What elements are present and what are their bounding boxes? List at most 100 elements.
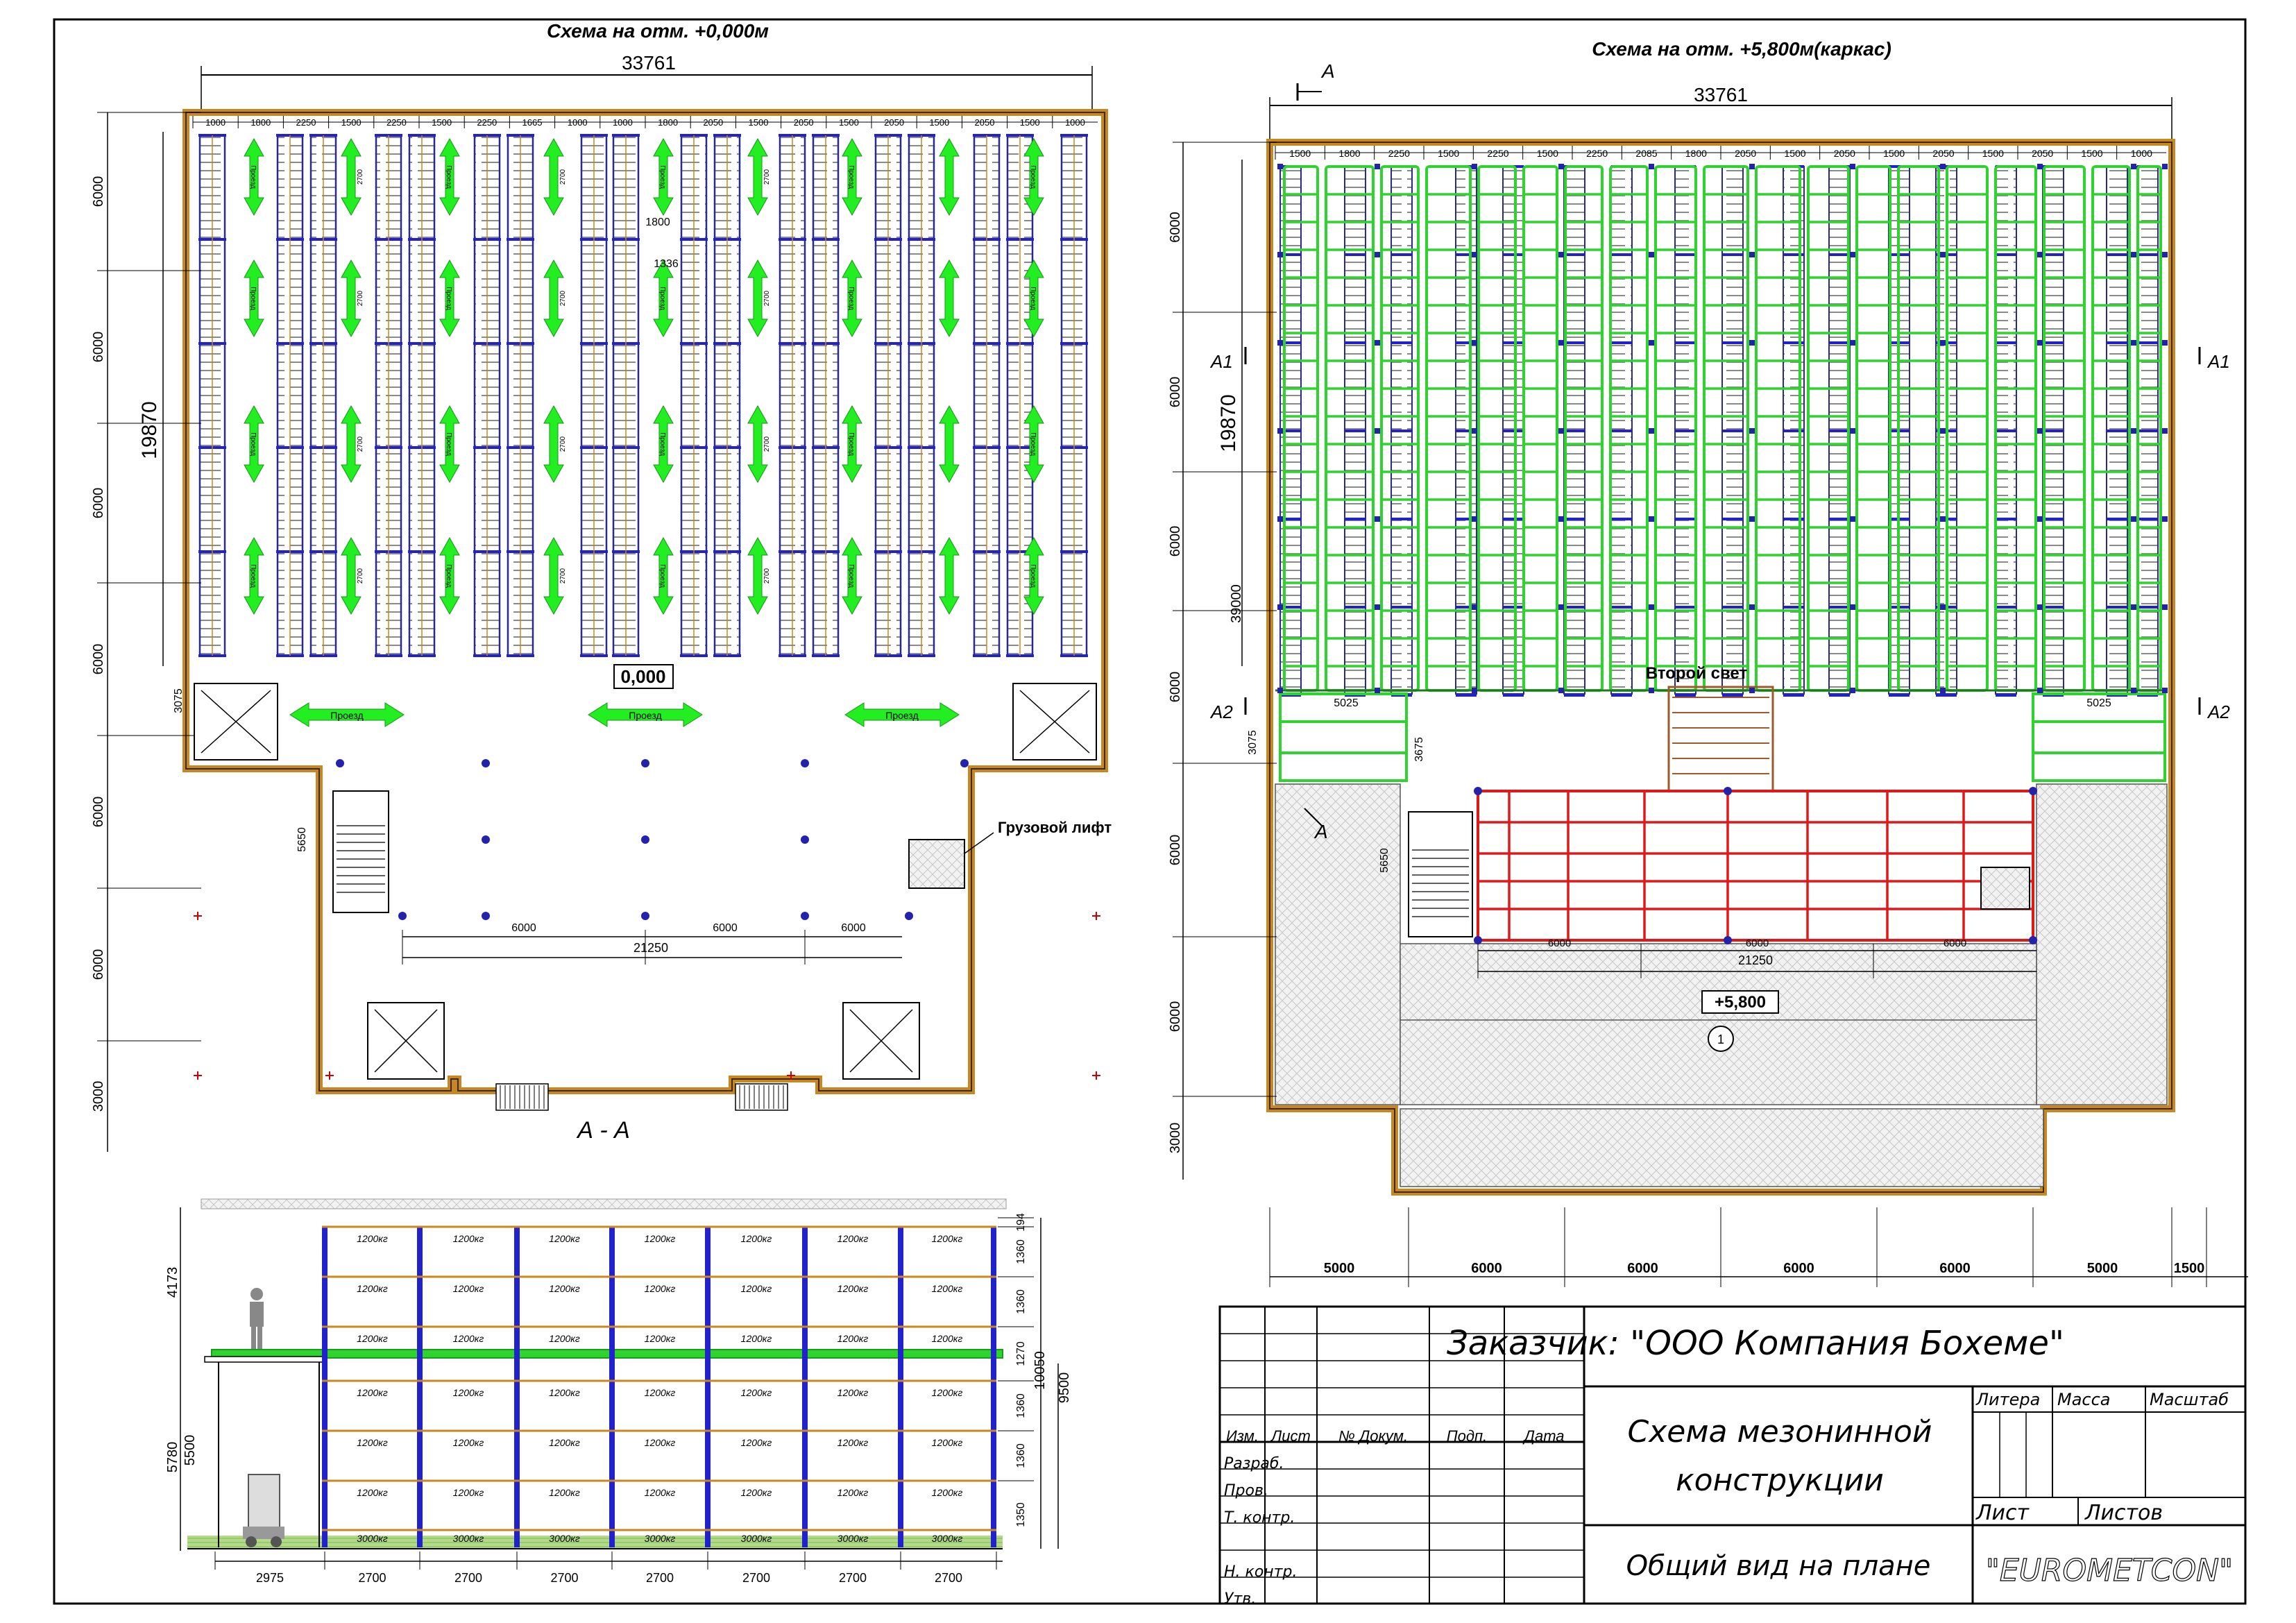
column-marker [1940, 516, 1946, 522]
load-label: 1200кг [645, 1283, 676, 1294]
column-marker [1277, 252, 1283, 257]
section-total-b: 10050 [1032, 1351, 1048, 1390]
list-label: Лист [1975, 1501, 2030, 1525]
right-top-bay-dim: 2050 [2032, 148, 2053, 159]
load-label: 1200кг [453, 1333, 484, 1344]
column-marker [1375, 428, 1380, 434]
column-marker [1649, 516, 1654, 522]
right-bottom-total: 21250 [1738, 953, 1773, 967]
massa-label: Масса [2057, 1390, 2111, 1409]
left-lift-boxes [194, 683, 1097, 1080]
left-bottom-bay: 6000 [841, 922, 866, 934]
column-marker [2162, 428, 2168, 434]
aisle-arrow [244, 137, 264, 216]
aisle-arrow [747, 259, 768, 338]
axis-dim: 1500 [2174, 1261, 2205, 1276]
column-marker [1277, 688, 1283, 693]
left-vertical-dim: 6000 [91, 488, 106, 519]
section-bottom-dim: 2700 [935, 1571, 962, 1585]
load-label: 1200кг [549, 1333, 580, 1344]
column-marker [2029, 787, 2037, 795]
section-marker-top: А [1320, 60, 1335, 82]
aisle-label: Проезд [658, 564, 666, 588]
load-label: 3000кг [741, 1533, 772, 1544]
load-label: 1200кг [453, 1233, 484, 1244]
load-label: 1200кг [932, 1233, 963, 1244]
listov-label: Листов [2084, 1501, 2163, 1525]
aisle-arrow [1023, 536, 1044, 615]
column-marker [2037, 252, 2043, 257]
load-label: 1200кг [357, 1387, 388, 1398]
right-columns [1277, 164, 2168, 944]
title-block-row-label: Разраб. [1224, 1455, 1284, 1472]
load-label: 1200кг [645, 1437, 676, 1448]
left-vertical-dim: 6000 [91, 332, 106, 363]
column-marker [1277, 516, 1283, 522]
left-overall-width: 33761 [622, 52, 676, 74]
section-bottom-dim: 2700 [454, 1571, 482, 1585]
column-marker [1277, 428, 1283, 434]
left-entrance-steps [495, 1083, 788, 1111]
axis-marker [194, 912, 202, 920]
load-label: 3000кг [645, 1533, 676, 1544]
title-block-row-label: Т. контр. [1224, 1509, 1295, 1527]
column-marker [1850, 516, 1855, 522]
aisle-arrow [842, 536, 862, 615]
column-marker [1940, 252, 1946, 257]
column-marker [1850, 164, 1855, 169]
load-label: 1200кг [549, 1387, 580, 1398]
aisle-dim: 2700 [763, 568, 771, 584]
load-label: 1200кг [357, 1283, 388, 1294]
aisle-arrow [653, 536, 674, 615]
column-marker [1724, 787, 1732, 795]
column-marker [2037, 516, 2043, 522]
pass-arrow [844, 702, 960, 727]
column-marker [641, 912, 649, 920]
column-marker [1472, 516, 1477, 522]
column-marker [1940, 164, 1946, 169]
right-total-height: 39000 [1229, 584, 1244, 623]
aisle-label: Проезд [249, 564, 257, 588]
masshtab-label: Масштаб [2150, 1390, 2229, 1409]
section-level-dim: 1360 [1015, 1239, 1027, 1264]
right-rack-rows [1279, 165, 2159, 697]
load-label: 3000кг [837, 1533, 869, 1544]
aisle-arrow [543, 536, 564, 615]
left-bottom-total: 21250 [633, 941, 668, 955]
column-marker [398, 912, 407, 920]
section-mark: А - А [576, 1117, 630, 1144]
right-dim-5025-b: 5025 [2086, 697, 2111, 709]
load-label: 1200кг [932, 1283, 963, 1294]
section-level-dim: 1360 [1015, 1443, 1027, 1468]
column-marker [641, 835, 649, 844]
right-top-bay-dim: 1500 [1982, 148, 2004, 159]
column-marker [1940, 688, 1946, 693]
left-overall-height: 19870 [138, 401, 161, 459]
column-marker [2037, 428, 2043, 434]
pass-label: Проезд [629, 710, 661, 721]
aisle-arrow [244, 405, 264, 484]
load-label: 1200кг [357, 1437, 388, 1448]
rack-post [322, 1227, 328, 1547]
section-rack-frame [322, 1225, 996, 1547]
right-top-bay-dim: 1800 [1338, 148, 1360, 159]
title-block-row-label: Н. контр. [1224, 1563, 1297, 1581]
right-side-modules [1279, 686, 2166, 792]
column-marker [336, 759, 344, 767]
column-marker [1375, 516, 1380, 522]
section-bottom-dim: 2700 [358, 1571, 386, 1585]
right-top-bay-dim: 2050 [1932, 148, 1954, 159]
load-label: 1200кг [645, 1333, 676, 1344]
column-marker [482, 835, 490, 844]
load-label: 1200кг [741, 1487, 772, 1498]
lift-label: Грузовой лифт [998, 819, 1112, 836]
right-top-bay-dim: 1500 [2081, 148, 2102, 159]
column-marker [1749, 516, 1755, 522]
load-label: 1200кг [645, 1387, 676, 1398]
column-marker [1472, 164, 1477, 169]
customer-label: Заказчик: "ООО Компания Бохеме" [1447, 1324, 2064, 1363]
